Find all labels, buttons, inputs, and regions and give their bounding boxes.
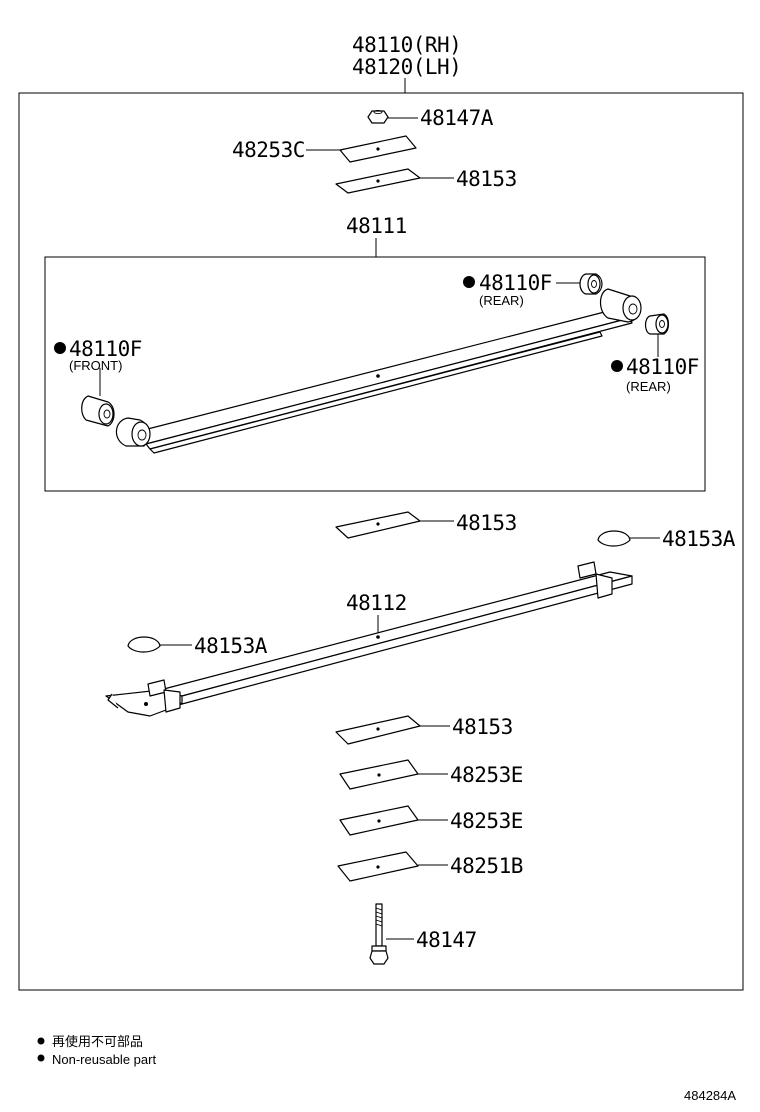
label-48251b: 48251B <box>450 854 523 878</box>
leaf-main-frame <box>44 256 706 492</box>
plate-48253c <box>306 135 417 163</box>
bushing-front <box>81 368 115 427</box>
legend-mark-jp <box>37 1037 45 1045</box>
note-rear-top: (REAR) <box>479 293 524 308</box>
legend-mark-en <box>37 1054 45 1062</box>
plate-48253e-2 <box>339 805 448 836</box>
pad-48153-mid <box>335 511 454 539</box>
bolt-48147 <box>369 903 414 965</box>
leaf-spring-48111 <box>115 288 642 454</box>
nut-48147a <box>367 109 418 124</box>
non-reusable-mark-rear-right <box>611 360 623 372</box>
pad-48153-top <box>335 168 454 194</box>
assembly-frame <box>18 92 744 991</box>
label-48153-bottom: 48153 <box>452 715 513 739</box>
label-48153a-right: 48153A <box>662 527 736 551</box>
plate-48251b <box>337 851 448 882</box>
label-48153-mid: 48153 <box>456 511 517 535</box>
label-48253c: 48253C <box>232 138 305 162</box>
label-48110f-front: 48110F <box>69 337 142 361</box>
cap-48153a-right <box>597 530 660 547</box>
label-48253e-1: 48253E <box>450 763 523 787</box>
label-48153a-left: 48153A <box>194 634 268 658</box>
bushing-rear-top <box>556 273 603 295</box>
legend-jp: 再使用不可部品 <box>52 1034 143 1049</box>
label-48110f-rear-right: 48110F <box>626 355 699 379</box>
non-reusable-mark-front <box>54 342 66 354</box>
label-48147: 48147 <box>416 928 477 952</box>
label-48253e-2: 48253E <box>450 809 523 833</box>
bushing-rear-right <box>644 313 670 357</box>
note-front: (FRONT) <box>69 358 122 373</box>
label-48153-top: 48153 <box>456 167 517 191</box>
cap-48153a-left <box>127 636 192 653</box>
pad-48153-bottom <box>335 715 450 745</box>
label-48112: 48112 <box>346 591 407 615</box>
assembly-label-rh: 48110(RH) <box>352 33 461 57</box>
legend-en: Non-reusable part <box>52 1052 156 1067</box>
label-48111: 48111 <box>346 214 407 238</box>
assembly-label-lh: 48120(LH) <box>352 55 461 79</box>
leaf-spring-48112 <box>105 561 633 717</box>
label-48147a: 48147A <box>420 106 494 130</box>
label-48110f-rear-top: 48110F <box>479 271 552 295</box>
illustration-code: 484284A <box>684 1088 736 1103</box>
note-rear-right: (REAR) <box>626 379 671 394</box>
plate-48253e-1 <box>339 759 448 790</box>
non-reusable-mark-rear-top <box>463 276 475 288</box>
